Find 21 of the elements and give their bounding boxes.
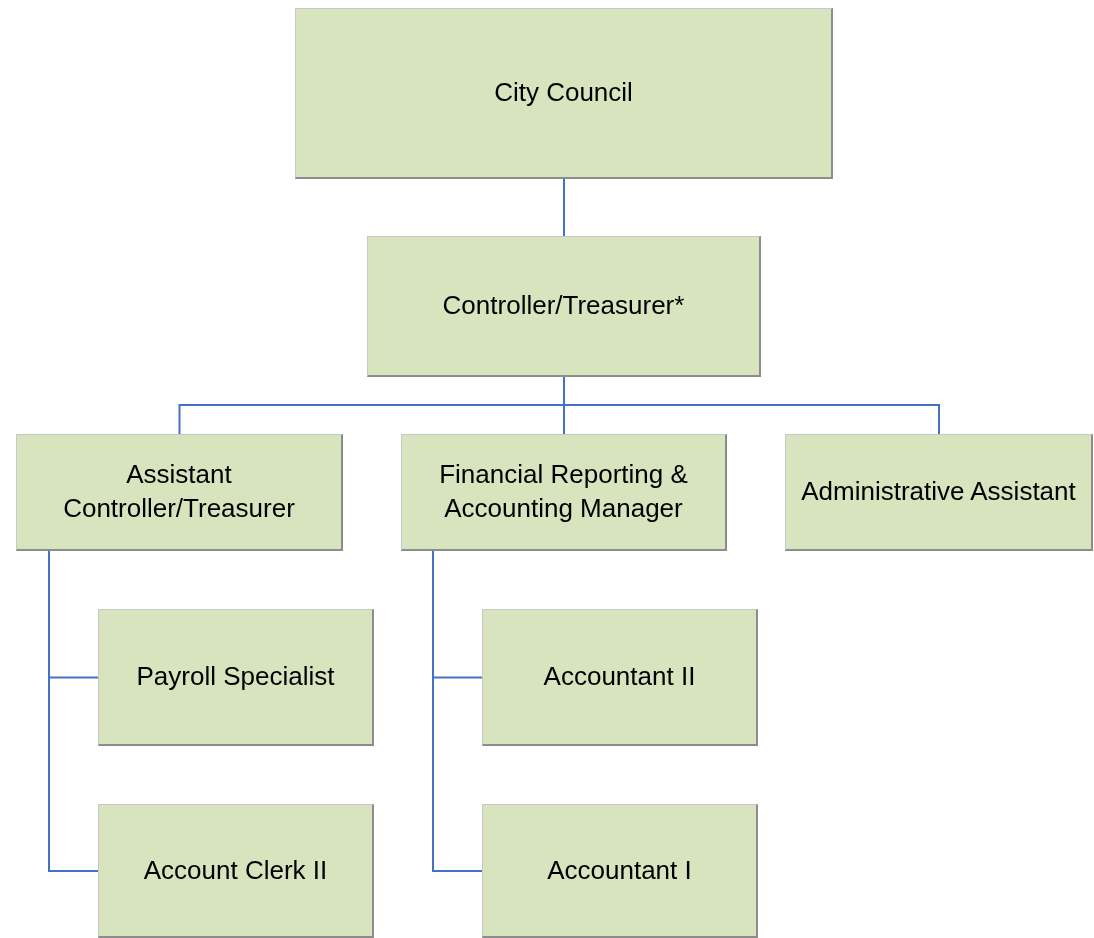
position-title: Payroll Specialist (136, 660, 335, 694)
connector-line (48, 550, 99, 872)
position-title: Accountant I (547, 853, 692, 887)
position-title: City Council (494, 76, 633, 110)
position-title: Financial Reporting & Accounting Manager (438, 458, 689, 525)
position-box (785, 434, 1093, 551)
position-box (98, 804, 374, 938)
position-title: Accountant II (543, 660, 696, 694)
position-title: Administrative Assistant (801, 475, 1076, 509)
position-box (482, 804, 758, 938)
position-title: Account Clerk II (143, 853, 328, 887)
position-box (367, 236, 761, 377)
position-title: Controller/Treasurer* (442, 289, 685, 323)
connector-line (432, 550, 483, 872)
position-box (401, 434, 727, 551)
position-box (16, 434, 343, 551)
position-box (295, 8, 833, 179)
position-box (98, 609, 374, 746)
connector-line (563, 178, 565, 237)
position-box (482, 609, 758, 746)
position-title: Assistant Controller/Treasurer (62, 458, 296, 525)
